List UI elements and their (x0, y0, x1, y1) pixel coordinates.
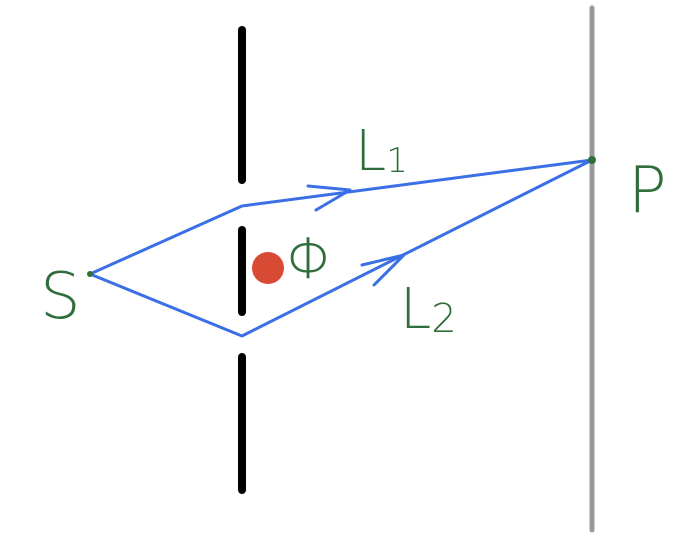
path-1-subscript: 1 (386, 141, 408, 181)
path-2-ray (88, 158, 594, 338)
path-1-arrowhead (306, 184, 352, 212)
path-2-letter: L (400, 277, 431, 342)
point-label: P (628, 154, 667, 228)
path-2-subscript: 2 (431, 296, 456, 342)
path-1-label: L1 (355, 119, 408, 184)
path-1-letter: L (355, 119, 386, 184)
path-2-label: L2 (400, 277, 457, 342)
path-1-ray (88, 158, 594, 276)
path-2-arrowhead (360, 253, 406, 287)
ray-paths (88, 158, 594, 338)
flux-dot (252, 252, 284, 284)
source-label: S (40, 260, 81, 334)
labels: S P L1 L2 Φ (40, 119, 667, 342)
detection-point (588, 156, 596, 164)
source-point (87, 271, 93, 277)
flux-label: Φ (286, 227, 334, 292)
